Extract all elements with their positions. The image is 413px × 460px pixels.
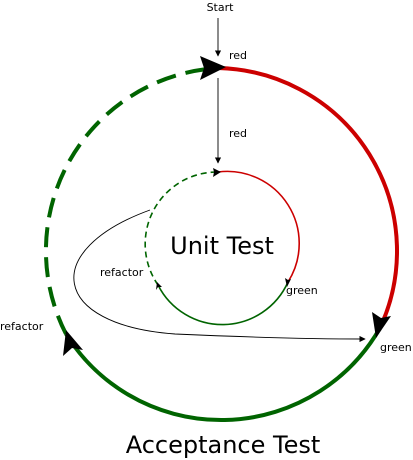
outer-red-label: red xyxy=(229,49,247,62)
inner-refactor-arrowhead xyxy=(156,282,162,290)
start-label: Start xyxy=(207,1,235,14)
outer-red-arrowhead xyxy=(200,56,226,80)
unit-test-title: Unit Test xyxy=(170,232,274,260)
unit-to-acceptance-arrow xyxy=(73,209,366,343)
inner-red-label: red xyxy=(229,127,247,140)
inner-red-arc xyxy=(217,170,301,283)
outer-red-arc xyxy=(217,66,399,329)
inner-green-label: green xyxy=(286,284,318,297)
outer-green-arrowhead xyxy=(372,312,391,338)
inner-refactor-arc xyxy=(144,171,219,286)
inner-red-arrowhead xyxy=(213,168,221,177)
inner-green-arrowhead xyxy=(285,278,291,287)
outer-green-label: green xyxy=(380,341,412,354)
outer-refactor-arc xyxy=(43,66,219,335)
outer-refactor-arrowhead xyxy=(63,330,83,356)
acceptance-test-title: Acceptance Test xyxy=(126,431,321,459)
outer-green-arc xyxy=(64,327,382,423)
outer-refactor-label: refactor xyxy=(0,320,44,333)
inner-green-arc xyxy=(157,281,289,326)
inner-refactor-label: refactor xyxy=(100,266,144,279)
